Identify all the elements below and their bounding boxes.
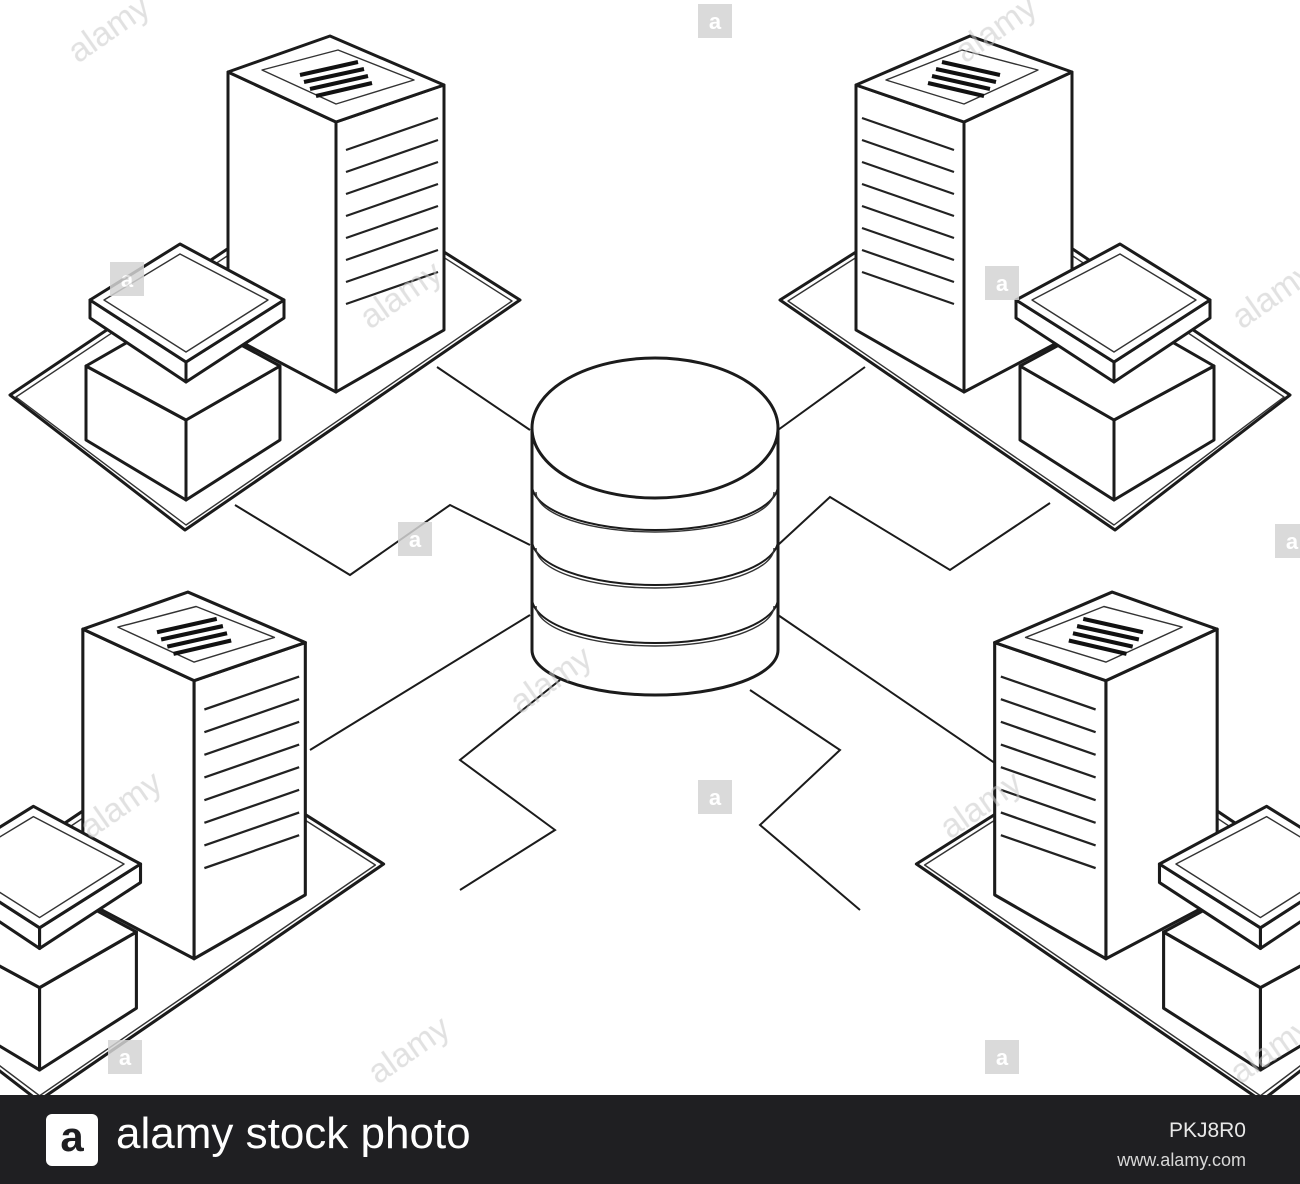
watermark-word: alamy bbox=[61, 0, 157, 71]
watermark-word: alamy bbox=[361, 1008, 457, 1091]
watermark-word: alamy bbox=[1225, 253, 1300, 336]
image-id-label: PKJ8R0 bbox=[1168, 1119, 1246, 1142]
database-icon bbox=[530, 356, 780, 697]
footer-brand-text: alamy stock photo bbox=[116, 1109, 471, 1158]
alamy-logo-icon: a bbox=[46, 1114, 98, 1166]
network-connectors bbox=[234, 366, 1051, 911]
server-network-illustration: a alamy alamy bbox=[0, 0, 1300, 1095]
server-cluster-top-right bbox=[778, 34, 1292, 532]
footer-bar: a alamy stock photo PKJ8R0 www.alamy.com bbox=[0, 1095, 1300, 1184]
server-cluster-bottom-right bbox=[916, 592, 1300, 1095]
website-link[interactable]: www.alamy.com bbox=[1117, 1150, 1246, 1170]
server-cluster-bottom-left bbox=[0, 592, 384, 1095]
